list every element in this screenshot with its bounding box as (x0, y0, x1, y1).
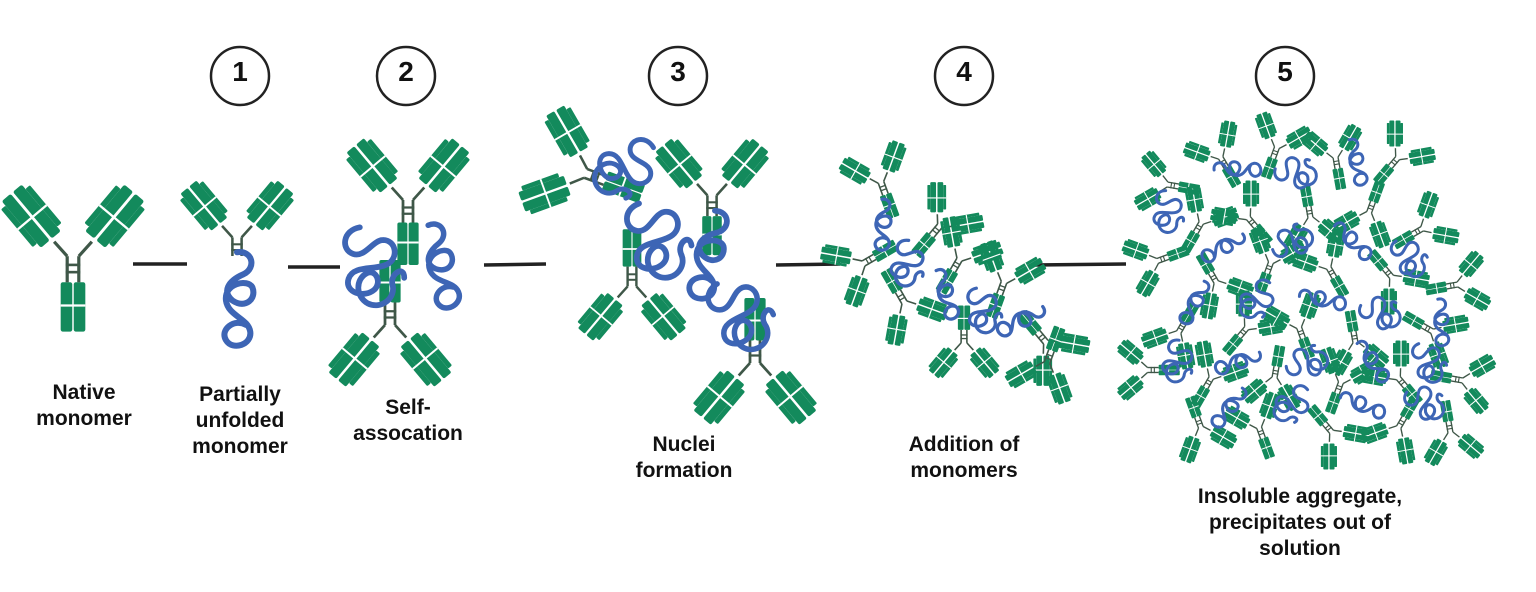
antibody-icon (573, 227, 691, 345)
unfolded-chain-icon (1269, 145, 1325, 199)
caption-partially-unfolded-monomer: Partially unfolded monomer (160, 382, 320, 460)
caption-line: Nuclei (652, 433, 716, 456)
antibody-icon (341, 133, 475, 267)
caption-line: monomer (36, 407, 132, 430)
caption-native-monomer: Native monomer (4, 380, 164, 432)
caption-line: assocation (353, 422, 463, 445)
step-circle (209, 45, 271, 107)
caption-nuclei-formation: Nuclei formation (604, 432, 764, 484)
caption-insoluble-aggregate: Insoluble aggregate, precipitates out of… (1170, 484, 1430, 562)
unfolded-chain-icon (417, 221, 464, 310)
step-number-4: 4 (956, 56, 972, 87)
connector-line (483, 262, 547, 267)
antibody-icon (1419, 246, 1496, 323)
caption-line: monomer (192, 435, 288, 458)
caption-line: solution (1259, 537, 1341, 560)
step-circle (375, 45, 437, 107)
stage-illustrations (0, 95, 1501, 479)
step-number-5: 5 (1277, 56, 1293, 87)
unfolded-chain-icon (1430, 296, 1453, 348)
caption-self-association: Self- assocation (328, 395, 488, 447)
caption-line: Self- (385, 396, 431, 419)
caption-line: Native (52, 381, 116, 404)
caption-line: formation (635, 459, 733, 482)
antibody-icon (1115, 218, 1200, 304)
antibody-icon (507, 95, 664, 252)
caption-addition-of-monomers: Addition of monomers (874, 432, 1054, 484)
step-number-3: 3 (670, 56, 686, 87)
step-circle (1254, 45, 1316, 107)
step-number-2: 2 (398, 56, 414, 87)
unfolded-chain-icon (873, 197, 893, 252)
caption-line: Addition of (908, 433, 1020, 456)
connector-line (775, 262, 841, 267)
unfolded-chain-icon (1198, 227, 1249, 268)
caption-line: Insoluble aggregate, (1197, 485, 1403, 508)
unfolded-chain-icon (1144, 186, 1193, 239)
caption-line: monomers (910, 459, 1018, 482)
connector-line (1033, 262, 1127, 267)
step-number-circles (209, 45, 1316, 107)
antibody-icon (1351, 111, 1444, 205)
unfolded-chain-icon (706, 275, 779, 355)
step-circle (647, 45, 709, 107)
unfolded-chain-icon (1212, 160, 1263, 178)
partially-unfolded-monomer (175, 176, 299, 346)
caption-line: precipitates out of (1208, 511, 1392, 534)
unfolded-chain-icon (1336, 388, 1389, 422)
antibody-icon (0, 179, 151, 334)
antibody-icon (688, 296, 822, 430)
caption-line: unfolded (195, 409, 285, 432)
stage-connectors (133, 262, 1127, 269)
step-circle (933, 45, 995, 107)
step-number-1: 1 (232, 56, 248, 87)
caption-line: Partially (199, 383, 281, 406)
